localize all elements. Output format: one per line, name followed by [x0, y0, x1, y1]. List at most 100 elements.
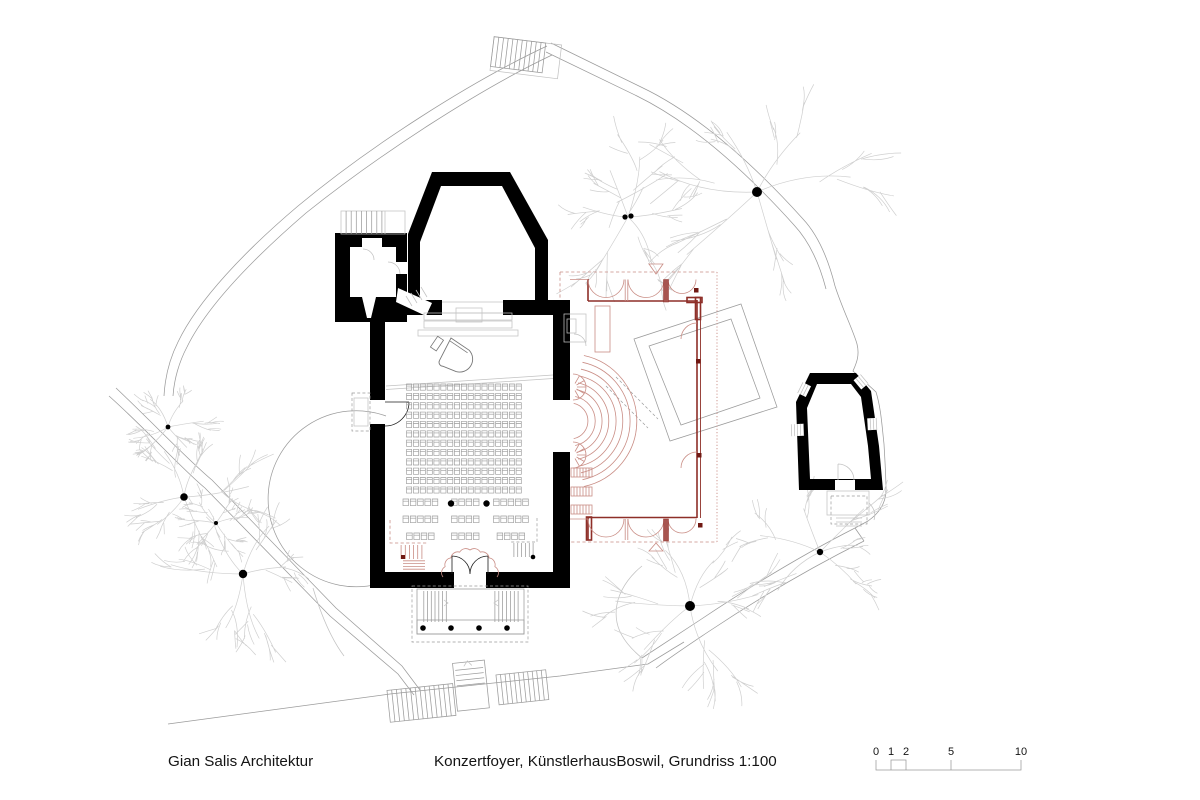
side-stair-treads [573, 505, 590, 514]
arcade-arches [587, 279, 697, 298]
site-paths [108, 36, 887, 725]
terrace-steps [836, 517, 862, 527]
porch-column [448, 625, 454, 631]
tree-trunk [752, 187, 762, 197]
podium [455, 307, 483, 323]
annex-stair-outline [340, 210, 406, 235]
piano-keyboard [449, 340, 468, 354]
trees [124, 84, 904, 709]
chapel-building [790, 372, 883, 527]
chapel-walls [796, 373, 883, 490]
site-path [641, 527, 856, 659]
stair-post [401, 555, 405, 559]
foyer-column [694, 288, 699, 293]
arcade-pier [624, 279, 629, 301]
stair-treads [455, 667, 485, 687]
hall-column [483, 500, 490, 507]
side-stair-treads [573, 468, 590, 477]
foyer-corner-wall [694, 296, 702, 321]
scale-tick-label: 10 [1015, 746, 1027, 758]
piano-body [438, 337, 474, 373]
side-stair-band [570, 467, 593, 478]
se-stair-dashed [510, 518, 538, 543]
vestibule-room [563, 313, 587, 343]
door-swing [680, 322, 698, 469]
hall-column [447, 500, 455, 507]
seat-outlines [402, 383, 529, 540]
stair-treads [345, 211, 383, 234]
door-swing [384, 401, 410, 427]
terrace-edge [868, 502, 876, 521]
tree-canopy [126, 385, 224, 462]
foyer-furniture [594, 305, 611, 353]
porch-column [476, 625, 482, 631]
terrace-dashed [830, 495, 868, 525]
choir-riser [423, 312, 513, 321]
marker-triangle [648, 542, 664, 552]
porch-column [504, 625, 510, 631]
south-stair [386, 659, 550, 723]
annex-stair-passage [396, 288, 432, 316]
west-door-step [353, 397, 369, 427]
direction-mark [443, 599, 499, 607]
arcade-arches [587, 518, 697, 538]
site-path [550, 42, 836, 287]
grand-piano [429, 335, 474, 373]
nave-wall-east [553, 305, 570, 400]
tree-canopy [151, 502, 310, 663]
scale-bar-shape [875, 759, 1022, 771]
tree-trunk [628, 213, 634, 219]
foyer-column [698, 523, 703, 528]
terrace-outline [826, 490, 870, 516]
tree-trunk [816, 548, 824, 556]
nave-wall-south [370, 572, 454, 588]
tree-canopy [124, 425, 281, 584]
foyer-corner-wall [686, 296, 703, 304]
sw-stair-treads [400, 545, 425, 570]
spiral-stair [572, 441, 587, 469]
stair-treads [513, 543, 534, 557]
foyer-walls [587, 279, 698, 540]
foyer-arcades-and-stairs [570, 279, 697, 542]
door-swing [573, 333, 587, 347]
nave-wall-west [370, 424, 385, 574]
north-stair [489, 36, 563, 80]
chapel-window [794, 380, 812, 398]
site-path [167, 641, 685, 725]
main-entrance-door-swing [451, 555, 489, 575]
chancel-opening [442, 300, 503, 315]
tree-canopy [731, 475, 904, 613]
site-path [312, 587, 345, 657]
scale-tick-label: 1 [888, 746, 894, 758]
chapel-terrace [826, 490, 876, 527]
tree-trunk [238, 569, 248, 579]
foyer-column [697, 453, 702, 458]
porch-step-band [416, 619, 525, 635]
window-glazing [797, 382, 809, 396]
tree-trunk [165, 424, 171, 430]
annex-stair-treads [405, 286, 428, 307]
barn-outer [633, 303, 778, 442]
annex-room [362, 238, 382, 249]
apse-walls [408, 172, 548, 312]
choir-riser [423, 320, 513, 329]
tree-canopy [582, 525, 781, 709]
nave-wall-east [553, 452, 570, 574]
chapel-windows [790, 372, 880, 437]
site-path [108, 395, 415, 696]
drawing-title: Konzertfoyer, KünstlerhausBoswil, Grundr… [434, 753, 777, 770]
foyer-column [696, 359, 701, 364]
side-stair-band [570, 486, 593, 497]
piano-bench [429, 335, 445, 352]
site-path [267, 410, 387, 588]
roof-overhang-dashed [559, 271, 717, 543]
stair-treads [391, 667, 545, 722]
title-block: Gian Salis Architektur Konzertfoyer, Kün… [168, 753, 777, 770]
concert-foyer [559, 263, 718, 552]
stair-treads [400, 545, 423, 559]
arcade-pier [624, 519, 629, 540]
chapel-window [867, 417, 880, 431]
